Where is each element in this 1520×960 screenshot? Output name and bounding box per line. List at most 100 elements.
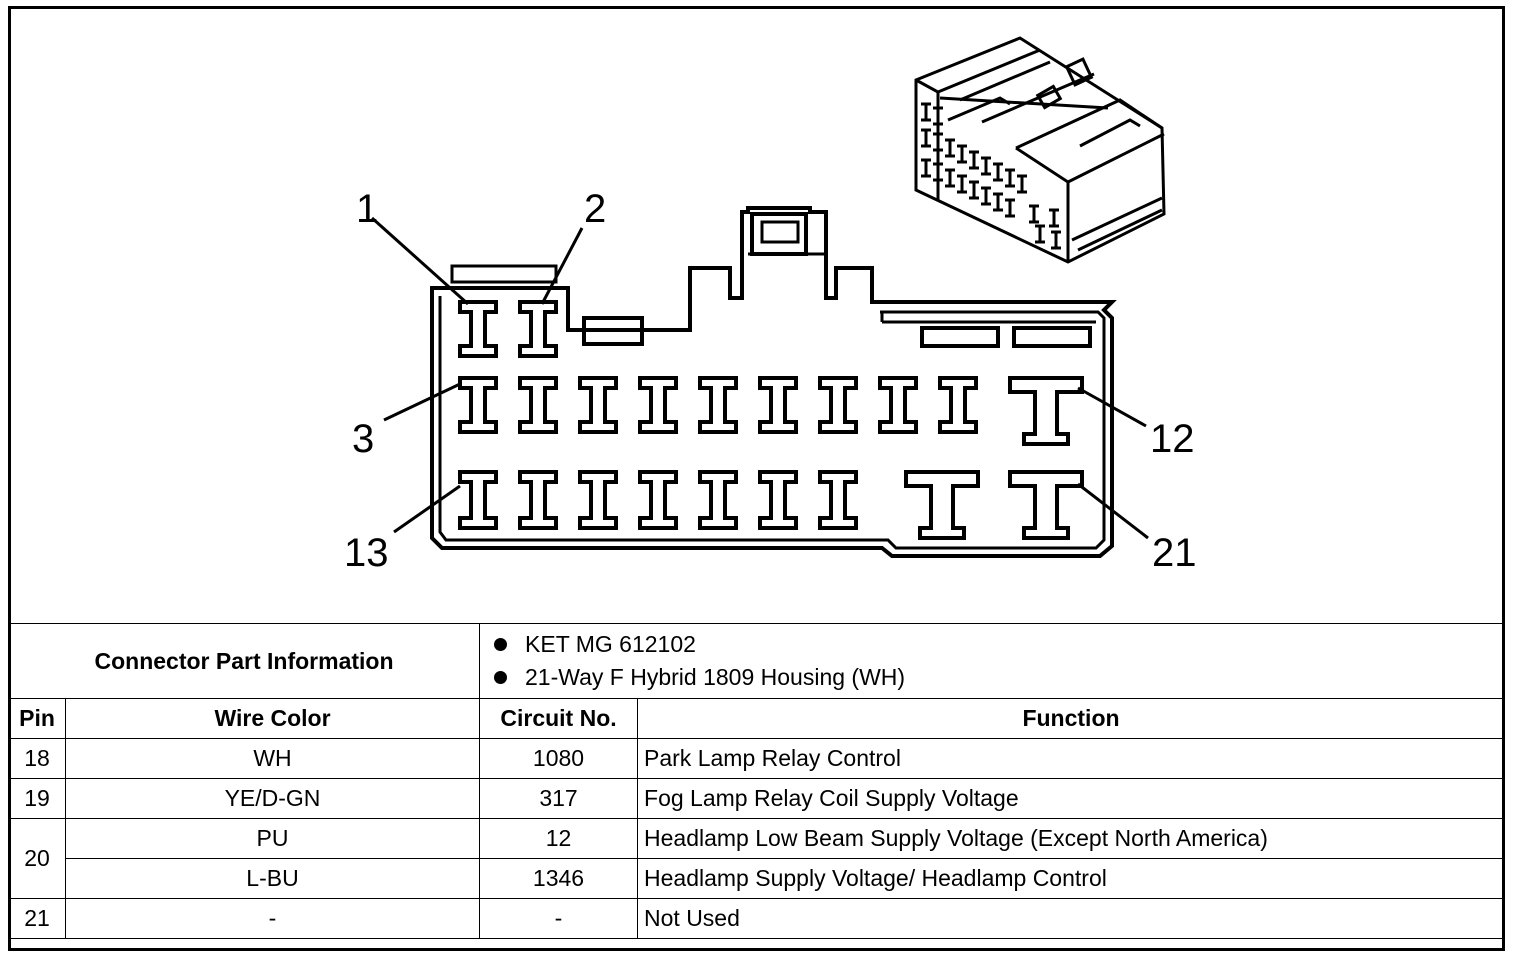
callout-pin-2: 2: [584, 187, 606, 231]
cell-circuit: 12: [479, 818, 639, 859]
cell-function: Headlamp Supply Voltage/ Headlamp Contro…: [637, 858, 1505, 899]
terminal-cavity: [938, 376, 978, 434]
header-pin: Pin: [8, 698, 66, 739]
terminal-cavity: [878, 376, 918, 434]
cell-function: Fog Lamp Relay Coil Supply Voltage: [637, 778, 1505, 819]
iso-terminal: [933, 106, 943, 126]
bullet-icon: [494, 671, 508, 684]
callout-leader-21: [1077, 482, 1149, 540]
cell-pin: 18: [8, 738, 66, 779]
cell-function: Not Used: [637, 898, 1505, 939]
callout-pin-13: 13: [344, 531, 389, 575]
terminal-cavity: [758, 376, 798, 434]
callout-leader-13: [393, 484, 461, 534]
terminal-cavity: [758, 470, 798, 530]
terminal-cavity: [638, 470, 678, 530]
iso-terminal: [1029, 204, 1039, 224]
iso-terminal: [921, 102, 931, 122]
callout-pin-12: 12: [1150, 417, 1195, 461]
cell-circuit: 317: [479, 778, 639, 819]
header-function: Function: [637, 698, 1505, 739]
iso-terminal: [969, 180, 979, 200]
iso-terminal: [1035, 224, 1045, 244]
cell-wire-color: YE/D-GN: [64, 778, 481, 819]
connector-part-info-item: 21-Way F Hybrid 1809 Housing (WH): [494, 661, 1490, 694]
table-header-row: Pin Wire Color Circuit No. Function: [8, 698, 1505, 739]
terminal-cavity: [818, 470, 858, 530]
housing-lip: [450, 264, 558, 284]
connector-face-outline: [430, 206, 1117, 558]
terminal-cavity: [1008, 376, 1084, 446]
iso-terminal: [957, 144, 967, 164]
iso-terminal: [981, 156, 991, 176]
callout-leader-3: [383, 382, 461, 422]
iso-terminal: [1005, 198, 1015, 218]
table-row: 18 WH 1080 Park Lamp Relay Control: [8, 738, 1505, 779]
slot: [920, 326, 1000, 348]
iso-terminal: [921, 158, 931, 178]
cell-function: Park Lamp Relay Control: [637, 738, 1505, 779]
connector-part-info-list: KET MG 612102 21-Way F Hybrid 1809 Housi…: [479, 623, 1505, 699]
iso-terminal: [993, 162, 1003, 182]
terminal-cavity: [458, 376, 498, 434]
cell-wire-color: PU: [64, 818, 481, 859]
iso-terminal: [981, 186, 991, 206]
bullet-icon: [494, 638, 508, 651]
iso-terminal: [945, 168, 955, 188]
terminal-cavity: [518, 300, 558, 358]
iso-terminal: [1017, 174, 1027, 194]
terminal-cavity: [698, 376, 738, 434]
iso-terminal: [945, 138, 955, 158]
diagram-frame: [8, 6, 1505, 951]
connector-diagram: 1 2 3 12 13 21: [344, 36, 1197, 575]
header-circuit: Circuit No.: [479, 698, 639, 739]
slot: [1012, 326, 1092, 348]
callout-leader-1: [370, 216, 470, 306]
iso-terminal: [1005, 168, 1015, 188]
callout-leader-12: [1077, 386, 1147, 428]
cell-function: Headlamp Low Beam Supply Voltage (Except…: [637, 818, 1505, 859]
table-row: 20 PU 12 Headlamp Low Beam Supply Voltag…: [8, 818, 1505, 899]
callout-leader-2: [540, 227, 584, 305]
cell-circuit: 1080: [479, 738, 639, 779]
iso-terminal: [1051, 230, 1061, 250]
connector-housing-description: 21-Way F Hybrid 1809 Housing (WH): [525, 664, 906, 690]
cell-pin: 20: [8, 818, 66, 899]
cell-wire-color: -: [64, 898, 481, 939]
terminal-cavity: [638, 376, 678, 434]
latch-inner: [760, 220, 800, 244]
table-row: L-BU 1346 Headlamp Supply Voltage/ Headl…: [9, 858, 1505, 899]
slot: [582, 316, 644, 346]
table-row: 21 - - Not Used: [8, 898, 1505, 939]
iso-terminal: [1049, 208, 1059, 228]
connector-iso-terminals: [921, 102, 1061, 250]
iso-terminal: [993, 192, 1003, 212]
terminal-cavity: [698, 470, 738, 530]
iso-terminal: [957, 174, 967, 194]
terminal-cavity: [518, 376, 558, 434]
terminal-cavity: [578, 470, 618, 530]
cell-pin: 19: [8, 778, 66, 819]
iso-terminal: [933, 162, 943, 182]
cell-wire-color: WH: [64, 738, 481, 779]
header-wire-color: Wire Color: [64, 698, 481, 739]
terminal-cavity: [1008, 470, 1084, 540]
connector-face-inner-outline: [438, 296, 1106, 550]
cell-circuit: 1346: [479, 858, 639, 899]
callout-pin-3: 3: [352, 417, 374, 461]
iso-terminal: [933, 132, 943, 152]
terminal-cavity: [518, 470, 558, 530]
terminal-cavity: [578, 376, 618, 434]
connector-part-info-item: KET MG 612102: [494, 628, 1490, 661]
connector-part-number: KET MG 612102: [525, 631, 696, 657]
cell-pin: 21: [8, 898, 66, 939]
callout-pin-1: 1: [356, 187, 378, 231]
callout-pin-21: 21: [1152, 531, 1197, 575]
terminal-cavity: [818, 376, 858, 434]
cell-circuit: -: [479, 898, 639, 939]
iso-terminal: [969, 150, 979, 170]
terminal-cavity: [458, 470, 498, 530]
cell-wire-color: L-BU: [64, 858, 481, 899]
connector-part-info-title: Connector Part Information: [7, 623, 481, 699]
connector-info-table: Connector Part Information KET MG 612102…: [7, 623, 1505, 939]
